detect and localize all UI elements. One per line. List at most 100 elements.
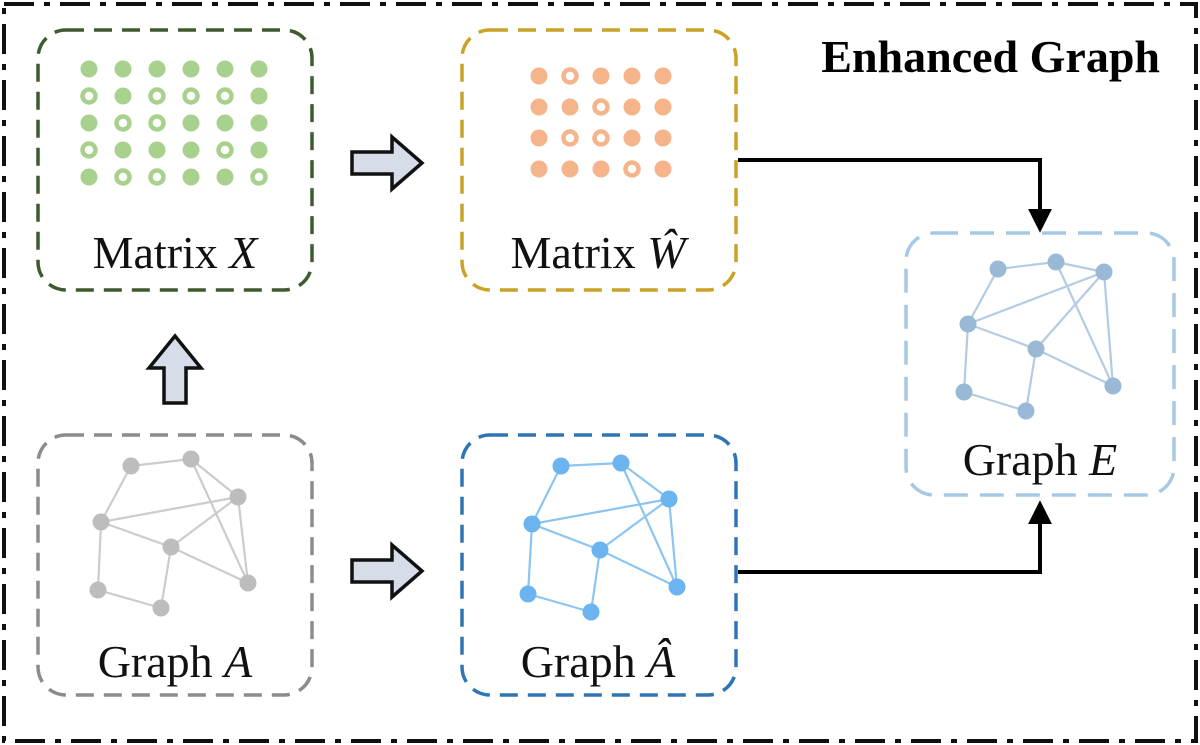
matrix-x-cell-filled bbox=[148, 141, 166, 159]
matrix-w-hat-cell-filled bbox=[530, 129, 548, 147]
graph-a-edge bbox=[236, 496, 250, 584]
graph-ahat-node bbox=[523, 515, 541, 533]
matrix-w-hat-cell-filled bbox=[654, 160, 672, 178]
matrix-x-cell-hollow bbox=[250, 168, 268, 186]
graph-a-hat-network bbox=[519, 454, 686, 621]
matrix-x-cell-filled bbox=[250, 87, 268, 105]
matrix-x-cell-filled bbox=[80, 168, 98, 186]
matrix-x-cell-filled bbox=[182, 60, 200, 78]
graph-a-network bbox=[89, 450, 257, 617]
matrix-w-hat-cell-filled bbox=[561, 98, 579, 116]
graph-e-node bbox=[955, 383, 973, 401]
graph-ahat-edge bbox=[599, 498, 670, 551]
matrix-w-hat-cell-filled bbox=[654, 67, 672, 85]
graph-ahat-node bbox=[612, 454, 630, 472]
matrix-w-hat-cell-filled bbox=[623, 98, 641, 116]
graph-e-box: Graph E bbox=[904, 231, 1176, 497]
matrix-x-cell-hollow bbox=[80, 141, 98, 159]
graph-ahat-edge bbox=[526, 523, 534, 595]
matrix-x-cell-filled bbox=[216, 114, 234, 132]
graph-a-node bbox=[122, 457, 140, 475]
matrix-x-cell-filled bbox=[114, 87, 132, 105]
graph-a-label: Graph A bbox=[98, 636, 253, 687]
graph-ahat-edge bbox=[667, 498, 679, 588]
graph-e-node bbox=[989, 260, 1007, 278]
matrix-w-hat-cell-filled bbox=[592, 160, 610, 178]
graph-ahat-edge bbox=[531, 465, 562, 525]
graph-a-node bbox=[152, 599, 170, 617]
graph-a-edge bbox=[100, 495, 239, 524]
graph-e-edge bbox=[962, 323, 970, 393]
matrix-w-hat-label: Matrix Ŵ bbox=[510, 227, 689, 278]
graph-a-edge bbox=[170, 496, 239, 548]
graph-a-node bbox=[182, 450, 200, 468]
matrix-x-cell-filled bbox=[114, 60, 132, 78]
matrix-w-hat-cell-filled bbox=[561, 160, 579, 178]
matrix-w-hat-cell-filled bbox=[623, 129, 641, 147]
graph-e-edge bbox=[1035, 348, 1114, 387]
graph-e-edge bbox=[963, 390, 1027, 413]
connector-ahat-to-e bbox=[738, 500, 1052, 574]
graph-e-network bbox=[955, 253, 1122, 420]
graph-a-edge bbox=[190, 458, 239, 498]
graph-e-edge bbox=[967, 268, 999, 325]
matrix-x-cell-hollow bbox=[148, 168, 166, 186]
graph-e-edge bbox=[967, 270, 1105, 326]
graph-e-edge bbox=[1035, 271, 1105, 350]
graph-a-node bbox=[89, 581, 107, 599]
graph-ahat-edge bbox=[531, 497, 670, 526]
matrix-x-cell-hollow bbox=[80, 87, 98, 105]
graph-a-node bbox=[162, 538, 180, 556]
graph-a-edge bbox=[100, 465, 132, 523]
graph-ahat-edge bbox=[589, 549, 602, 613]
matrix-w-hat-border bbox=[460, 28, 738, 292]
graph-e-node bbox=[1104, 377, 1122, 395]
graph-ahat-edge bbox=[531, 522, 601, 552]
graph-e-label: Graph E bbox=[963, 434, 1118, 485]
graph-ahat-edge bbox=[619, 462, 679, 588]
matrix-x-cell-filled bbox=[182, 168, 200, 186]
matrix-x-cell-filled bbox=[250, 141, 268, 159]
graph-ahat-node bbox=[552, 457, 570, 475]
matrix-w-hat-cell-filled bbox=[530, 67, 548, 85]
matrix-x-cell-filled bbox=[250, 60, 268, 78]
graph-ahat-node bbox=[519, 585, 537, 603]
matrix-x-cell-filled bbox=[250, 114, 268, 132]
graph-a-hat-box: Graph Â bbox=[460, 433, 738, 697]
matrix-w-hat-cell-hollow bbox=[561, 67, 579, 85]
graph-a-edge bbox=[97, 588, 162, 610]
matrix-x-cell-hollow bbox=[148, 114, 166, 132]
matrix-x-cell-filled bbox=[216, 60, 234, 78]
graph-a-edge bbox=[100, 520, 172, 549]
matrix-w-hat-cell-hollow bbox=[623, 160, 641, 178]
matrix-w-hat-cell-hollow bbox=[561, 129, 579, 147]
graph-e-node bbox=[1095, 263, 1113, 281]
graph-a-node bbox=[229, 488, 247, 506]
matrix-w-hat-cell-filled bbox=[654, 98, 672, 116]
graph-e-edge bbox=[1055, 261, 1114, 387]
graph-e-node bbox=[1027, 340, 1045, 358]
matrix-x-box: Matrix X bbox=[36, 28, 314, 292]
matrix-w-hat-box: Matrix Ŵ bbox=[460, 28, 738, 292]
matrix-x-cell-filled bbox=[80, 60, 98, 78]
graph-a-edge bbox=[190, 458, 249, 584]
graph-e-node bbox=[1047, 253, 1065, 271]
graph-ahat-node bbox=[582, 603, 600, 621]
graph-a-box: Graph A bbox=[36, 433, 314, 697]
graph-ahat-edge bbox=[527, 592, 592, 614]
matrix-x-cell-filled bbox=[216, 168, 234, 186]
matrix-x-cell-filled bbox=[182, 141, 200, 159]
matrix-x-cell-filled bbox=[114, 141, 132, 159]
matrix-w-hat-cell-filled bbox=[654, 129, 672, 147]
graph-a-node bbox=[239, 574, 257, 592]
graph-a-edge bbox=[96, 521, 103, 591]
flow-arrow-x-to-w bbox=[350, 133, 425, 193]
matrix-x-cell-filled bbox=[148, 60, 166, 78]
graph-ahat-edge bbox=[560, 461, 622, 468]
graph-e-edge bbox=[967, 322, 1037, 351]
connector-w-to-e bbox=[738, 158, 1052, 233]
graph-a-edge bbox=[159, 546, 173, 609]
matrix-x-cell-hollow bbox=[148, 87, 166, 105]
